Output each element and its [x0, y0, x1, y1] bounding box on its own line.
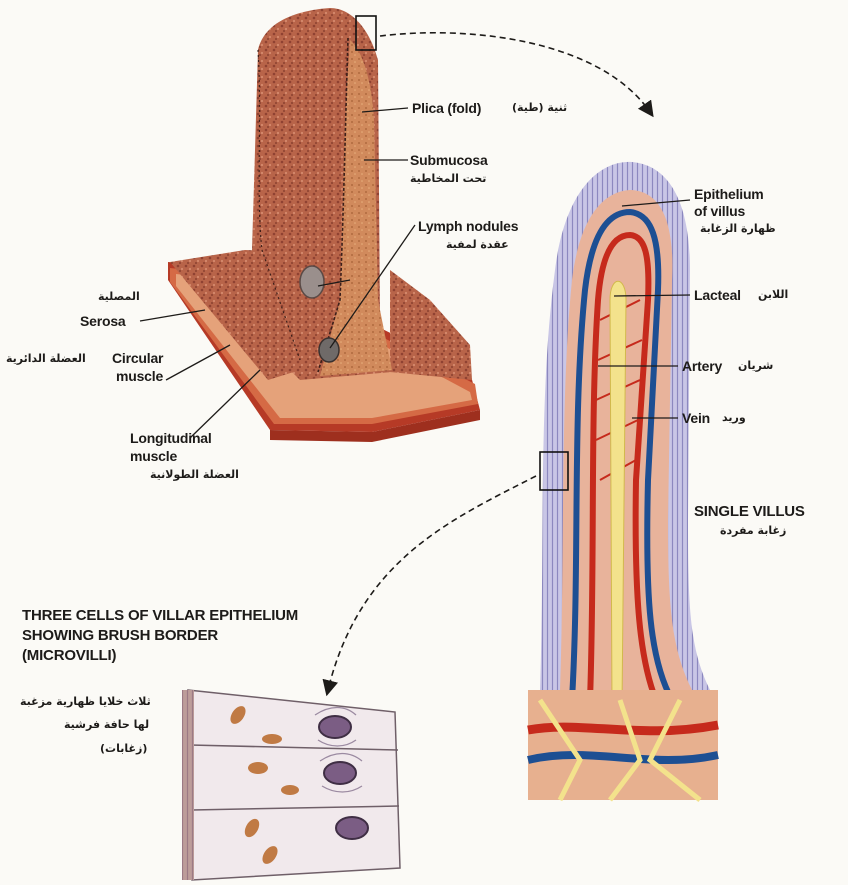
label-longitudinal-ar: العضلة الطولانية	[150, 468, 239, 482]
label-lymph-nodules-ar: عقدة لمفية	[446, 238, 509, 252]
label-cells-1: THREE CELLS OF VILLAR EPITHELIUM	[22, 606, 298, 625]
label-circular-ar: العضلة الدائرية	[6, 352, 86, 366]
label-plica: Plica (fold)	[412, 100, 481, 116]
label-longitudinal-1: Longitudinal	[130, 430, 212, 446]
label-cells-ar-3: (زغابات)	[100, 742, 147, 756]
arrow-to-cells	[328, 476, 536, 690]
label-epithelium-2: of villus	[694, 203, 745, 219]
label-serosa-ar: المصلية	[98, 290, 140, 304]
label-vein: Vein	[682, 410, 710, 426]
label-lymph-nodules: Lymph nodules	[418, 218, 518, 234]
label-submucosa-ar: تحت المخاطية	[410, 172, 486, 186]
label-single-villus-ar: زغابة مفردة	[720, 524, 786, 538]
label-vein-ar: وريد	[722, 411, 746, 425]
label-cells-ar-1: ثلاث خلايا ظهارية مزغبة	[20, 695, 151, 709]
label-artery-ar: شريان	[738, 359, 773, 373]
epithelial-cells	[182, 690, 400, 880]
label-single-villus: SINGLE VILLUS	[694, 502, 805, 521]
label-cells-ar-2: لها حافة فرشية	[64, 718, 149, 732]
label-circular-1: Circular	[112, 350, 163, 366]
label-epithelium-ar: ظهارة الزغابة	[700, 222, 776, 236]
label-plica-ar: ثنية (طية)	[512, 101, 567, 115]
villus	[528, 162, 718, 800]
label-cells-2: SHOWING BRUSH BORDER	[22, 626, 218, 645]
label-submucosa: Submucosa	[410, 152, 488, 168]
label-artery: Artery	[682, 358, 722, 374]
label-longitudinal-2: muscle	[130, 448, 177, 464]
label-circular-2: muscle	[116, 368, 163, 384]
label-lacteal: Lacteal	[694, 287, 741, 303]
label-lacteal-ar: اللابن	[758, 288, 788, 302]
label-serosa: Serosa	[80, 313, 126, 329]
label-cells-3: (MICROVILLI)	[22, 646, 116, 665]
label-epithelium-1: Epithelium	[694, 186, 764, 202]
